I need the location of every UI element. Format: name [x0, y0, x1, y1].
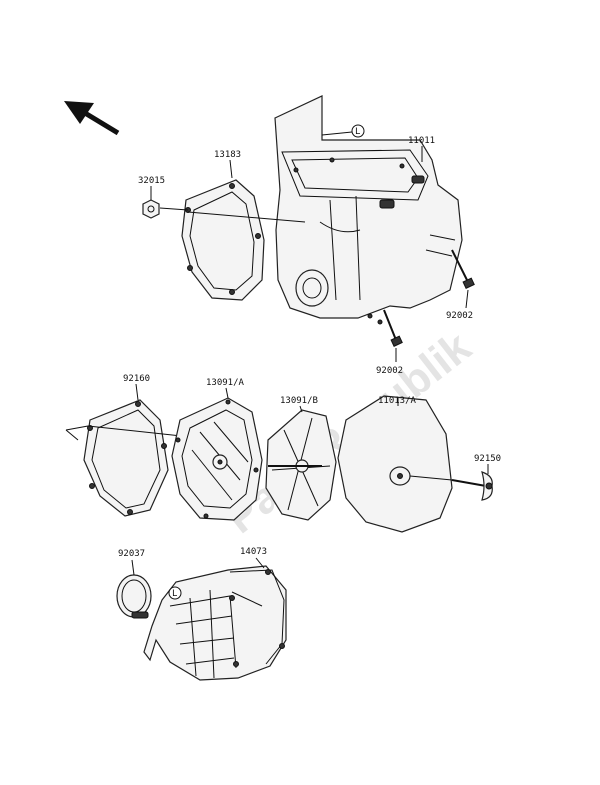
callout-letter-top: L: [355, 127, 360, 137]
label-32015: 32015: [138, 176, 165, 186]
filter-frame-13091b[interactable]: [265, 409, 337, 521]
label-92002-bottom: 92002: [376, 366, 403, 376]
clamp-92037[interactable]: [116, 574, 152, 619]
callout-letter-bottom: L: [172, 589, 177, 599]
label-11013a: 11013/A: [378, 396, 417, 406]
nut-32015[interactable]: [142, 199, 160, 219]
air-duct-14073[interactable]: [143, 565, 287, 681]
label-13091b: 13091/B: [280, 396, 318, 406]
gasket-92160[interactable]: [83, 399, 169, 517]
bolt-92002-right[interactable]: [451, 249, 475, 289]
label-92160: 92160: [123, 374, 150, 384]
label-14073: 14073: [240, 547, 267, 557]
label-92002-right: 92002: [446, 311, 473, 321]
gasket-13183[interactable]: [181, 179, 265, 301]
label-92037: 92037: [118, 549, 145, 559]
label-13091a: 13091/A: [206, 378, 245, 388]
bolt-92002-bottom[interactable]: [383, 309, 403, 347]
filter-cage-13091a[interactable]: [171, 397, 263, 521]
label-11011: 11011: [408, 136, 435, 146]
label-92150: 92150: [474, 454, 501, 464]
orientation-arrow-icon: [64, 101, 120, 136]
air-box-housing[interactable]: [274, 95, 463, 325]
callout-circle-bottom: L: [168, 586, 182, 600]
label-13183: 13183: [214, 150, 241, 160]
wing-bolt-92150[interactable]: [451, 471, 493, 501]
callout-circle-top: L: [321, 124, 365, 138]
air-filter-element-11013a[interactable]: [337, 395, 453, 533]
